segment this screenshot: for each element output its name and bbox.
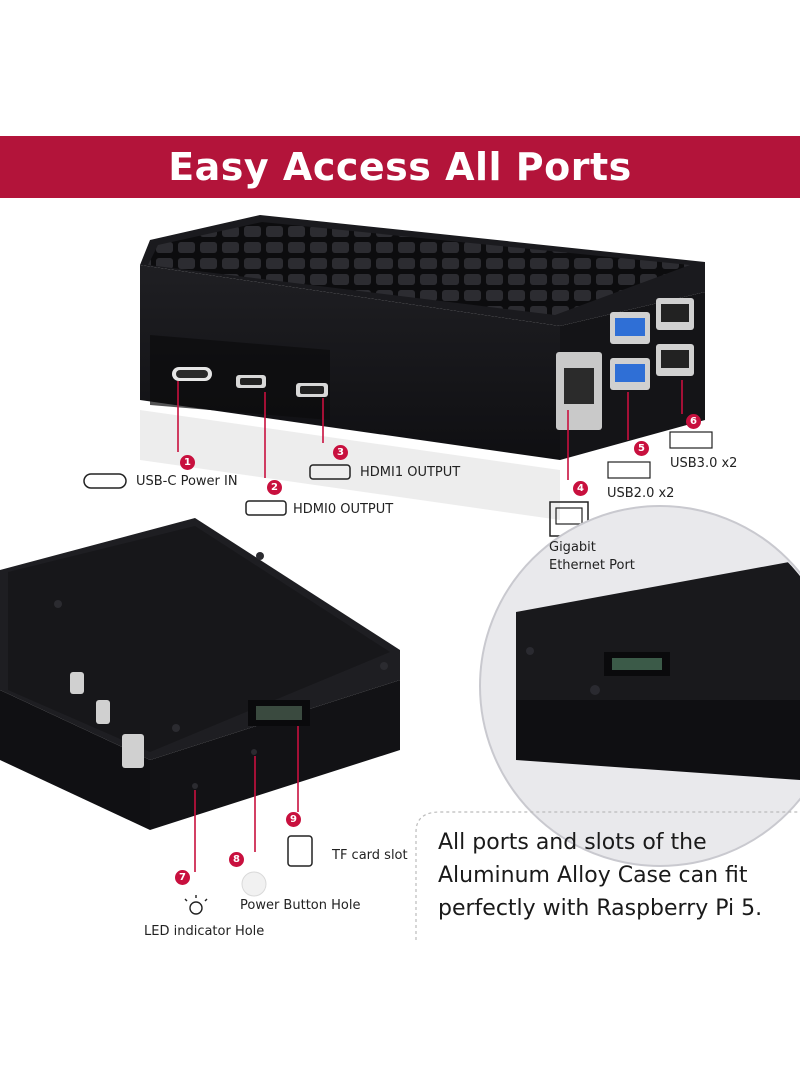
label-usb3: USB3.0 x2 <box>670 456 738 471</box>
label-hdmi0: HDMI0 OUTPUT <box>293 502 394 517</box>
callout-number-7: 7 <box>175 870 190 885</box>
label-usb2: USB2.0 x2 <box>607 486 675 501</box>
note-line-2: Aluminum Alloy Case can fit <box>438 863 748 888</box>
tf-card-icon <box>287 835 313 867</box>
usb3-port-bottom <box>615 364 645 382</box>
title-banner: Easy Access All Ports <box>0 136 800 198</box>
label-power-button-hole: Power Button Hole <box>240 898 361 913</box>
usb3-port-top <box>615 318 645 336</box>
note-line-3: perfectly with Raspberry Pi 5. <box>438 896 763 921</box>
callout-number-4: 4 <box>573 481 588 496</box>
hdmi-icon <box>309 464 351 480</box>
bottom-case <box>0 518 400 830</box>
usb-icon <box>607 461 651 479</box>
label-ethernet-line1: Gigabit <box>549 540 596 555</box>
callout-number-1: 1 <box>180 455 195 470</box>
callout-number-8: 8 <box>229 852 244 867</box>
hdmi-icon <box>245 500 287 516</box>
callout-number-3: 3 <box>333 445 348 460</box>
label-tf-card-slot: TF card slot <box>332 848 408 863</box>
callout-number-2: 2 <box>267 480 282 495</box>
top-case <box>140 215 705 460</box>
label-usb-c-power: USB-C Power IN <box>136 474 238 489</box>
callout-lines-top <box>177 380 683 480</box>
separator-lines <box>415 811 800 940</box>
led-icon <box>184 895 208 915</box>
note-line-1: All ports and slots of the <box>438 830 707 855</box>
callout-number-5: 5 <box>634 441 649 456</box>
usb-icon <box>669 431 713 449</box>
callout-number-9: 9 <box>286 812 301 827</box>
compatibility-note: All ports and slots of the Aluminum Allo… <box>438 826 798 925</box>
usb-c-icon <box>83 473 127 489</box>
callout-number-6: 6 <box>686 414 701 429</box>
label-hdmi1: HDMI1 OUTPUT <box>360 465 461 480</box>
label-ethernet-line2: Ethernet Port <box>549 558 635 573</box>
banner-title: Easy Access All Ports <box>168 145 632 189</box>
callout-lines-bottom <box>194 726 299 872</box>
zoom-detail <box>479 505 800 867</box>
usb2-port-bottom <box>661 350 689 368</box>
power-button-icon <box>241 871 267 897</box>
usb2-port-top <box>661 304 689 322</box>
label-led-hole: LED indicator Hole <box>144 924 265 939</box>
